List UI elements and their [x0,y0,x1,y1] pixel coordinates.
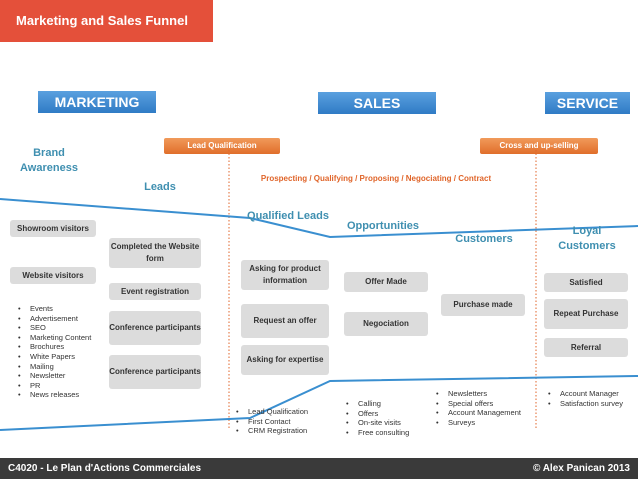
list-item: PR [18,381,91,391]
list-item: Offers [346,409,409,419]
list-item: First Contact [236,417,308,427]
footer: C4020 - Le Plan d'Actions Commerciales ©… [0,458,638,479]
list-item: Advertisement [18,314,91,324]
list-item: CRM Registration [236,426,308,436]
stage-sales: SALES [318,92,436,114]
list-marketing: Events Advertisement SEO Marketing Conte… [18,304,91,400]
list-sales: Calling Offers On-site visits Free consu… [346,399,409,437]
list-item: Surveys [436,418,521,428]
box-purchase-made: Purchase made [441,294,525,316]
list-item: Account Management [436,408,521,418]
phase-qualified-leads: Qualified Leads [247,210,329,222]
funnel-lines [0,150,638,431]
box-website-visitors: Website visitors [10,267,96,284]
box-conference-1: Conference participants [109,311,201,345]
phase-leads: Leads [144,181,176,193]
box-repeat-purchase: Repeat Purchase [544,299,628,329]
footer-copyright: © Alex Panican 2013 [532,463,630,474]
list-item: Newsletter [18,371,91,381]
list-item: Events [18,304,91,314]
box-offer-made: Offer Made [344,272,428,292]
list-item: News releases [18,390,91,400]
list-item: Mailing [18,362,91,372]
box-completed-form: Completed the Website form [109,238,201,268]
page-title: Marketing and Sales Funnel [0,0,213,42]
list-item: Lead Qualification [236,407,308,417]
list-item: Newsletters [436,389,521,399]
list-item: Calling [346,399,409,409]
funnel-bottom-line [0,375,638,431]
list-item: Account Manager [548,389,623,399]
phase-opportunities: Opportunities [346,220,420,232]
box-asking-expertise: Asking for expertise [241,345,329,375]
list-item: Satisfaction survey [548,399,623,409]
cross-up-selling-label: Cross and up-selling [480,138,598,154]
footer-course: C4020 - Le Plan d'Actions Commerciales [8,463,202,474]
list-item: Free consulting [346,428,409,438]
list-item: Marketing Content [18,333,91,343]
list-item: White Papers [18,352,91,362]
list-item: On-site visits [346,418,409,428]
lead-qualification-label: Lead Qualification [164,138,280,154]
box-conference-2: Conference participants [109,355,201,389]
phase-loyal-customers: Loyal Customers [558,225,616,252]
process-text: Prospecting / Qualifying / Proposing / N… [260,174,492,183]
phase-customers: Customers [455,233,513,245]
list-item: Special offers [436,399,521,409]
list-item: SEO [18,323,91,333]
stage-marketing: MARKETING [38,91,156,113]
list-service: Account Manager Satisfaction survey [548,389,623,408]
list-item: Brochures [18,342,91,352]
phase-brand-awareness: Brand Awareness [20,147,78,174]
funnel-top-line [0,198,638,239]
box-request-offer: Request an offer [241,304,329,338]
box-event-registration: Event registration [109,283,201,300]
box-asking-product-info: Asking for product information [241,260,329,290]
box-satisfied: Satisfied [544,273,628,292]
stage-service: SERVICE [545,92,630,114]
list-qualification: Lead Qualification First Contact CRM Reg… [236,407,308,436]
box-showroom-visitors: Showroom visitors [10,220,96,237]
list-customers: Newsletters Special offers Account Manag… [436,389,521,427]
box-referral: Referral [544,338,628,357]
box-negociation: Negociation [344,312,428,336]
